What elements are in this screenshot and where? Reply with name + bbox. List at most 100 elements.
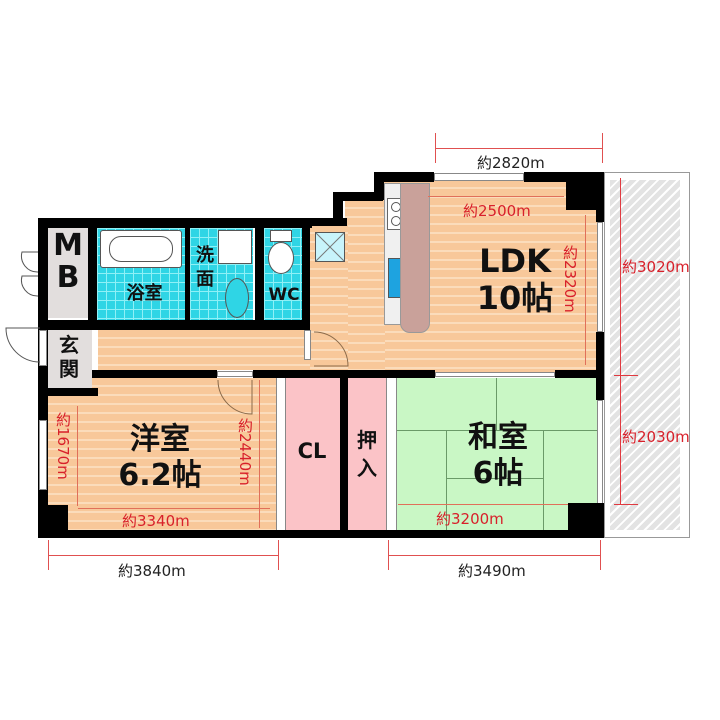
closet-floor	[284, 378, 340, 530]
bathroom-label: 浴室	[126, 283, 163, 304]
kitchen-bar-counter	[400, 183, 430, 333]
tatami-line	[543, 430, 544, 530]
wall	[48, 320, 310, 330]
western-door-swing-icon	[217, 379, 253, 415]
entrance-label: 玄 関	[48, 333, 90, 381]
tatami-line	[496, 378, 497, 430]
dimension-line	[259, 380, 260, 528]
tatami-line	[446, 430, 447, 530]
balcony-upper-dimension: 約3020m	[622, 258, 690, 276]
door-opening	[304, 330, 311, 360]
oshiire-label-line1: 押	[357, 428, 377, 452]
dimension-line	[428, 196, 564, 197]
dimension-line	[388, 555, 600, 556]
ldk-name: LDK	[479, 242, 551, 280]
western-room-depth-right-dimension: 約2440m	[236, 418, 254, 486]
toilet-bowl-icon	[268, 242, 294, 274]
dimension-line	[48, 555, 278, 556]
balcony-lower-dimension: 約2030m	[622, 428, 690, 446]
dimension-tick	[600, 540, 601, 570]
meter-box-label-line2: B	[56, 259, 80, 295]
bathtub-icon	[100, 230, 182, 268]
meter-box-label-line1: M	[53, 228, 83, 263]
wall	[340, 370, 435, 378]
top-width-dimension: 約2820m	[477, 154, 545, 172]
western-room-label: 洋室 6.2帖	[100, 422, 220, 494]
oshiire-label: 押 入	[348, 426, 386, 482]
tatami-line	[446, 478, 543, 479]
wall	[555, 370, 604, 378]
wall	[333, 192, 343, 226]
closet-label: CL	[297, 439, 327, 463]
japanese-room-label: 和室 6帖	[438, 420, 558, 492]
sliding-door	[386, 378, 397, 530]
wall	[185, 218, 190, 328]
dimension-line	[585, 215, 586, 365]
window	[597, 222, 603, 332]
ldk-door-swing-icon	[313, 331, 349, 367]
washroom-label: 洗 面	[190, 244, 220, 293]
wall	[38, 530, 604, 538]
dimension-tick	[602, 133, 603, 163]
washroom-label-line2: 面	[196, 269, 214, 291]
japanese-room-width-dimension: 約3200m	[436, 510, 504, 528]
ldk-depth-dimension: 約2320m	[561, 245, 579, 313]
western-room-size: 6.2帖	[118, 458, 202, 493]
tatami-line	[395, 430, 597, 431]
dimension-line	[398, 504, 568, 505]
bottom-right-dimension: 約3490m	[458, 562, 526, 580]
wall	[302, 218, 347, 226]
wall	[374, 172, 434, 182]
ldk-label: LDK 10帖	[455, 243, 575, 317]
wall	[340, 378, 348, 538]
mb-door-swing-icon	[21, 251, 39, 297]
western-room-width-dimension: 約3340m	[122, 512, 190, 530]
storage-box-icon	[315, 232, 345, 262]
window	[39, 420, 47, 490]
wall	[88, 218, 97, 328]
dimension-line	[620, 178, 621, 505]
wall	[333, 192, 383, 201]
hallway-floor	[98, 330, 310, 370]
japanese-room-size: 6帖	[472, 456, 524, 491]
ldk-size: 10帖	[476, 278, 554, 317]
toilet-icon	[270, 230, 292, 242]
dimension-tick	[435, 133, 436, 163]
ldk-floor-step1	[345, 200, 385, 375]
oshiire-floor	[348, 378, 386, 530]
dimension-tick	[614, 375, 638, 376]
entrance-floor	[48, 330, 92, 390]
wall	[302, 218, 310, 328]
ldk-width-dimension: 約2500m	[463, 202, 531, 220]
meter-box-label: M B	[48, 230, 88, 293]
wall	[374, 172, 384, 200]
door-opening	[217, 371, 253, 377]
western-room-floor	[48, 378, 276, 530]
sliding-door	[435, 372, 555, 377]
wall	[38, 218, 48, 538]
wall	[596, 172, 604, 222]
dimension-tick	[388, 540, 389, 570]
wall	[253, 370, 343, 378]
dimension-line	[77, 406, 78, 506]
bottom-left-dimension: 約3840m	[118, 562, 186, 580]
wall	[92, 370, 217, 378]
entrance-door-swing-icon	[5, 327, 41, 363]
window	[434, 173, 524, 181]
western-room-name: 洋室	[130, 422, 190, 457]
wall	[38, 218, 308, 228]
oshiire-label-line2: 入	[357, 456, 377, 480]
wall	[38, 388, 98, 396]
meter-box-floor	[48, 228, 88, 318]
dimension-tick	[614, 504, 638, 505]
wall	[524, 172, 604, 182]
dimension-line	[435, 148, 603, 149]
washbasin-icon	[225, 278, 249, 318]
washing-machine-icon	[218, 230, 252, 264]
balcony	[610, 180, 680, 530]
wall	[596, 332, 604, 376]
western-room-depth-left-dimension: 約1670m	[54, 412, 72, 480]
entrance-label-line2: 関	[59, 357, 79, 381]
dimension-tick	[278, 540, 279, 570]
washroom-label-line1: 洗	[196, 245, 214, 266]
